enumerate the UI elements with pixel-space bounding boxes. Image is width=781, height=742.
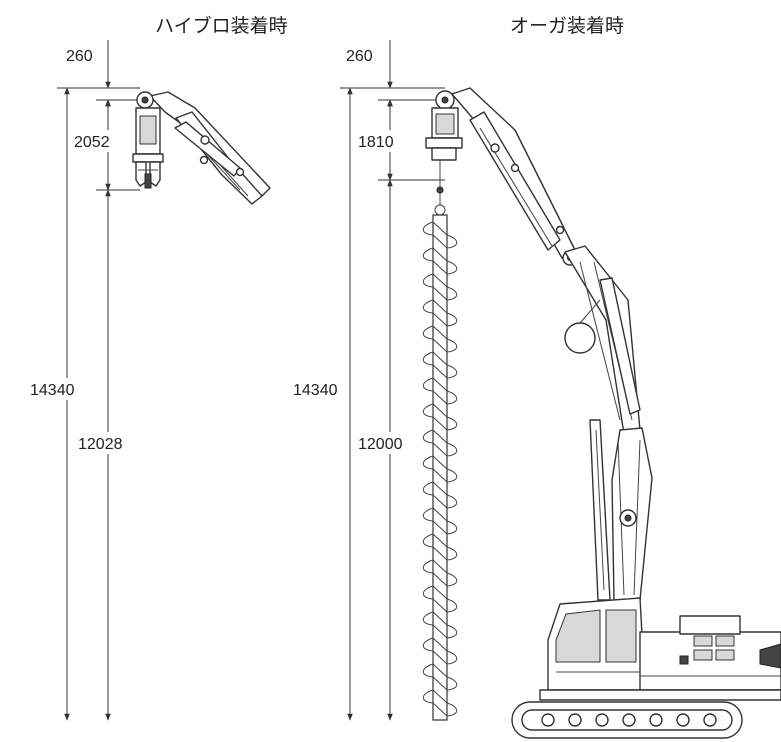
track-roller	[676, 713, 690, 727]
right-lower-length-label: 12000	[358, 436, 403, 453]
right-attachment-label: 1810	[358, 134, 394, 151]
track-roller	[568, 713, 582, 727]
track-roller	[622, 713, 636, 727]
right-total-height-label: 14340	[293, 382, 338, 399]
left-attachment-label: 2052	[74, 134, 110, 151]
right-top-gap-label: 260	[346, 48, 373, 65]
track-roller	[541, 713, 555, 727]
title-hybro: ハイブロ装着時	[155, 14, 288, 37]
track-roller	[595, 713, 609, 727]
hybro-attachment-illustration	[132, 91, 271, 205]
left-lower-length-label: 12028	[78, 436, 123, 453]
left-total-height-label: 14340	[30, 382, 75, 399]
left-dimension-lines	[57, 40, 140, 721]
track-roller	[703, 713, 717, 727]
auger-machine-illustration	[422, 87, 781, 739]
track-roller	[649, 713, 663, 727]
title-auger: オーガ装着時	[510, 15, 624, 37]
left-top-gap-label: 260	[66, 48, 93, 65]
